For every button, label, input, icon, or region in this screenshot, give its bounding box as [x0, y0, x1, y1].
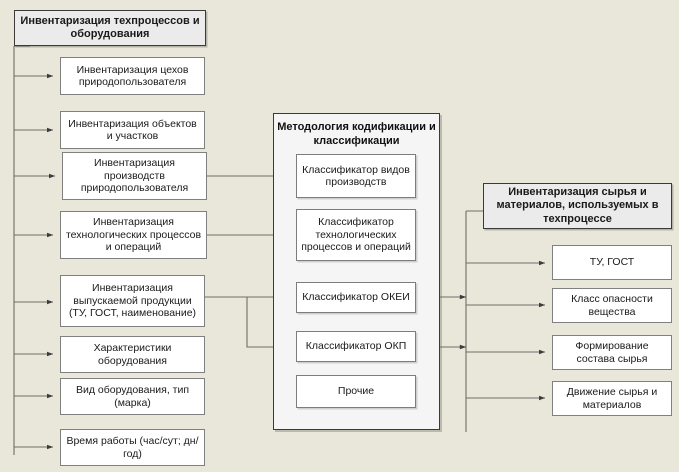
- right-item-label: Движение сырья и материалов: [566, 386, 658, 411]
- center-item-label: Прочие: [337, 385, 375, 398]
- right-column-header-label: Инвентаризация сырья и материалов, испол…: [496, 185, 659, 225]
- left-item-label: Инвентаризация производств природопользо…: [80, 157, 189, 195]
- center-item-other[interactable]: Прочие: [296, 375, 416, 408]
- left-item-label: Характеристики оборудования: [93, 342, 172, 367]
- left-item-label: Инвентаризация цехов природопользователя: [76, 63, 189, 89]
- center-item-label: Классификатор технологических процессов …: [301, 216, 411, 254]
- left-item-products[interactable]: Инвентаризация выпускаемой продукции (ТУ…: [60, 275, 205, 327]
- right-item-label: ТУ, ГОСТ: [589, 256, 635, 269]
- center-item-okei[interactable]: Классификатор ОКЕИ: [296, 282, 416, 313]
- right-column-header: Инвентаризация сырья и материалов, испол…: [483, 183, 672, 229]
- left-item-productions[interactable]: Инвентаризация производств природопользо…: [62, 152, 207, 200]
- left-column-header: Инвентаризация техпроцессов и оборудован…: [14, 10, 206, 46]
- left-item-processes[interactable]: Инвентаризация технологических процессов…: [60, 211, 207, 259]
- right-item-hazard-class[interactable]: Класс опасности вещества: [552, 288, 672, 323]
- right-item-tu-gost[interactable]: ТУ, ГОСТ: [552, 245, 672, 280]
- left-item-label: Время работы (час/сут; дн/год): [66, 435, 199, 460]
- left-item-operating-time[interactable]: Время работы (час/сут; дн/год): [60, 429, 205, 466]
- center-item-okp[interactable]: Классификатор ОКП: [296, 331, 416, 362]
- left-column-header-label: Инвентаризация техпроцессов и оборудован…: [20, 14, 200, 41]
- left-item-equipment-type[interactable]: Вид оборудования, тип (марка): [60, 378, 205, 415]
- left-item-label: Вид оборудования, тип (марка): [75, 384, 190, 409]
- right-item-material-movement[interactable]: Движение сырья и материалов: [552, 381, 672, 416]
- left-item-label: Инвентаризация выпускаемой продукции (ТУ…: [68, 282, 197, 320]
- center-item-process-classifier[interactable]: Классификатор технологических процессов …: [296, 209, 416, 261]
- left-item-workshops[interactable]: Инвентаризация цехов природопользователя: [60, 57, 205, 95]
- center-item-label: Классификатор ОКЕИ: [302, 291, 410, 304]
- right-item-raw-composition[interactable]: Формирование состава сырья: [552, 335, 672, 370]
- center-item-label: Классификатор ОКП: [305, 340, 407, 353]
- center-item-label: Классификатор видов производств: [302, 163, 410, 189]
- center-item-production-types[interactable]: Классификатор видов производств: [296, 154, 416, 198]
- left-item-objects[interactable]: Инвентаризация объектов и участков: [60, 111, 205, 149]
- left-item-equipment-characteristics[interactable]: Характеристики оборудования: [60, 336, 205, 373]
- left-item-label: Инвентаризация объектов и участков: [68, 117, 197, 143]
- right-item-label: Формирование состава сырья: [575, 340, 649, 365]
- right-item-label: Класс опасности вещества: [571, 293, 653, 318]
- center-panel-title-label: Методология кодификации и классификации: [277, 121, 436, 147]
- center-panel-title: Методология кодификации и классификации: [277, 121, 436, 148]
- left-item-label: Инвентаризация технологических процессов…: [65, 216, 202, 254]
